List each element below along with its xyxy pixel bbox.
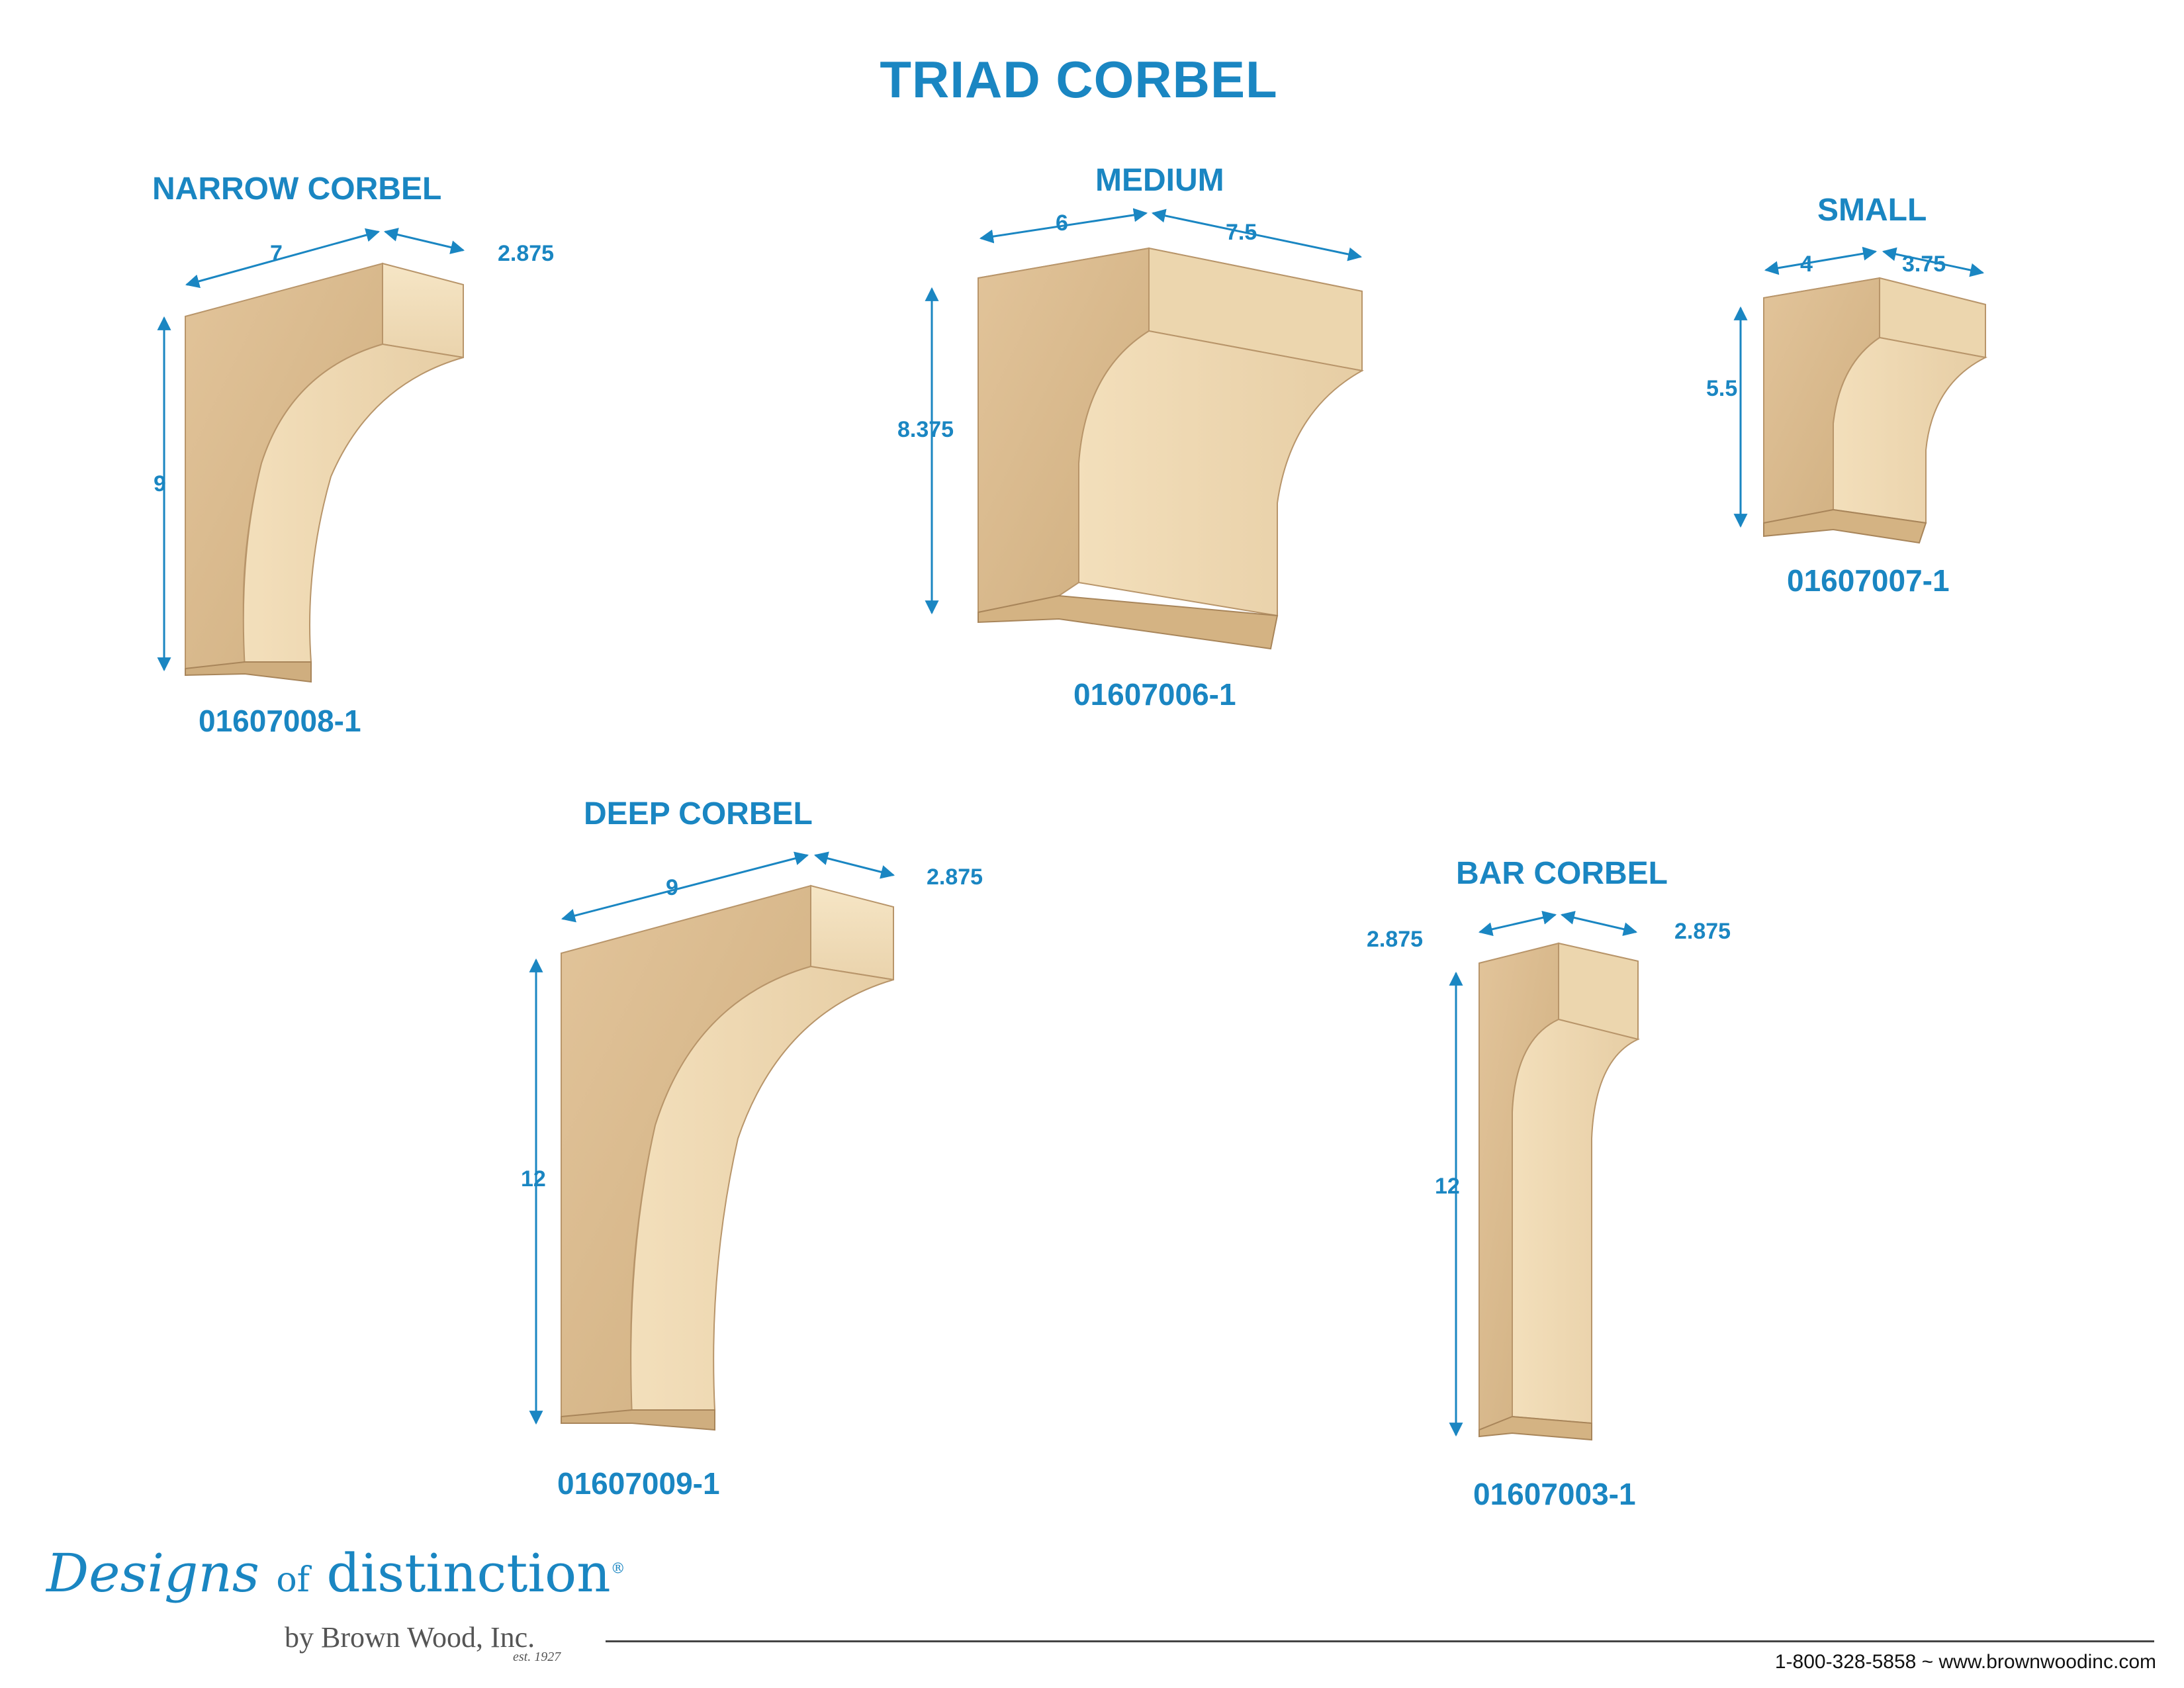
medium-height-label: 8.375 [897, 417, 954, 442]
bar-corbel-heading: BAR CORBEL [1456, 856, 1668, 891]
brand-subtitle: by Brown Wood, Inc. [285, 1621, 535, 1654]
brand-established: est. 1927 [513, 1650, 561, 1664]
medium-width-label: 6 [1056, 211, 1068, 236]
small-corbel-drawing [1733, 246, 1988, 544]
brand-designs: Designs [46, 1542, 259, 1604]
narrow-width-label: 7 [270, 241, 283, 266]
bar-corbel-drawing [1449, 910, 1640, 1441]
deep-corbel-heading: DEEP CORBEL [584, 796, 813, 831]
deep-corbel-drawing [529, 851, 895, 1431]
small-width-label: 4 [1800, 252, 1813, 277]
medium-depth-label: 7.5 [1226, 220, 1257, 245]
narrow-height-label: 9 [154, 471, 166, 496]
narrow-corbel-drawing [157, 228, 465, 683]
medium-part-number: 01607006-1 [1073, 677, 1236, 712]
brand-logo: Designs of distinction® by Brown Wood, I… [46, 1542, 625, 1675]
narrow-part-number: 01607008-1 [199, 704, 361, 738]
deep-height-label: 12 [521, 1166, 546, 1192]
bar-depth-label: 2.875 [1674, 919, 1731, 944]
bar-width-label: 2.875 [1367, 927, 1424, 952]
medium-corbel-heading: MEDIUM [1095, 163, 1224, 198]
small-part-number: 01607007-1 [1787, 563, 1950, 598]
page-title: TRIAD CORBEL [880, 50, 1278, 109]
small-depth-label: 3.75 [1902, 252, 1946, 277]
deep-width-label: 9 [666, 875, 678, 900]
medium-corbel-drawing [925, 208, 1364, 650]
small-height-label: 5.5 [1706, 376, 1738, 401]
narrow-corbel-heading: NARROW CORBEL [152, 171, 442, 207]
bar-part-number: 01607003-1 [1473, 1477, 1636, 1511]
brand-wordmark: Designs of distinction® [46, 1542, 625, 1604]
deep-part-number: 01607009-1 [557, 1466, 720, 1501]
bar-height-label: 12 [1435, 1174, 1460, 1199]
registered-mark: ® [610, 1560, 625, 1577]
brand-distinction: distinction [326, 1542, 611, 1604]
deep-depth-label: 2.875 [927, 865, 983, 890]
narrow-depth-label: 2.875 [498, 241, 555, 266]
brand-of: of [276, 1560, 310, 1600]
small-corbel-heading: SMALL [1817, 193, 1927, 228]
contact-info: 1-800-328-5858 ~ www.brownwoodinc.com [1774, 1651, 2156, 1673]
footer-divider [606, 1640, 2154, 1642]
